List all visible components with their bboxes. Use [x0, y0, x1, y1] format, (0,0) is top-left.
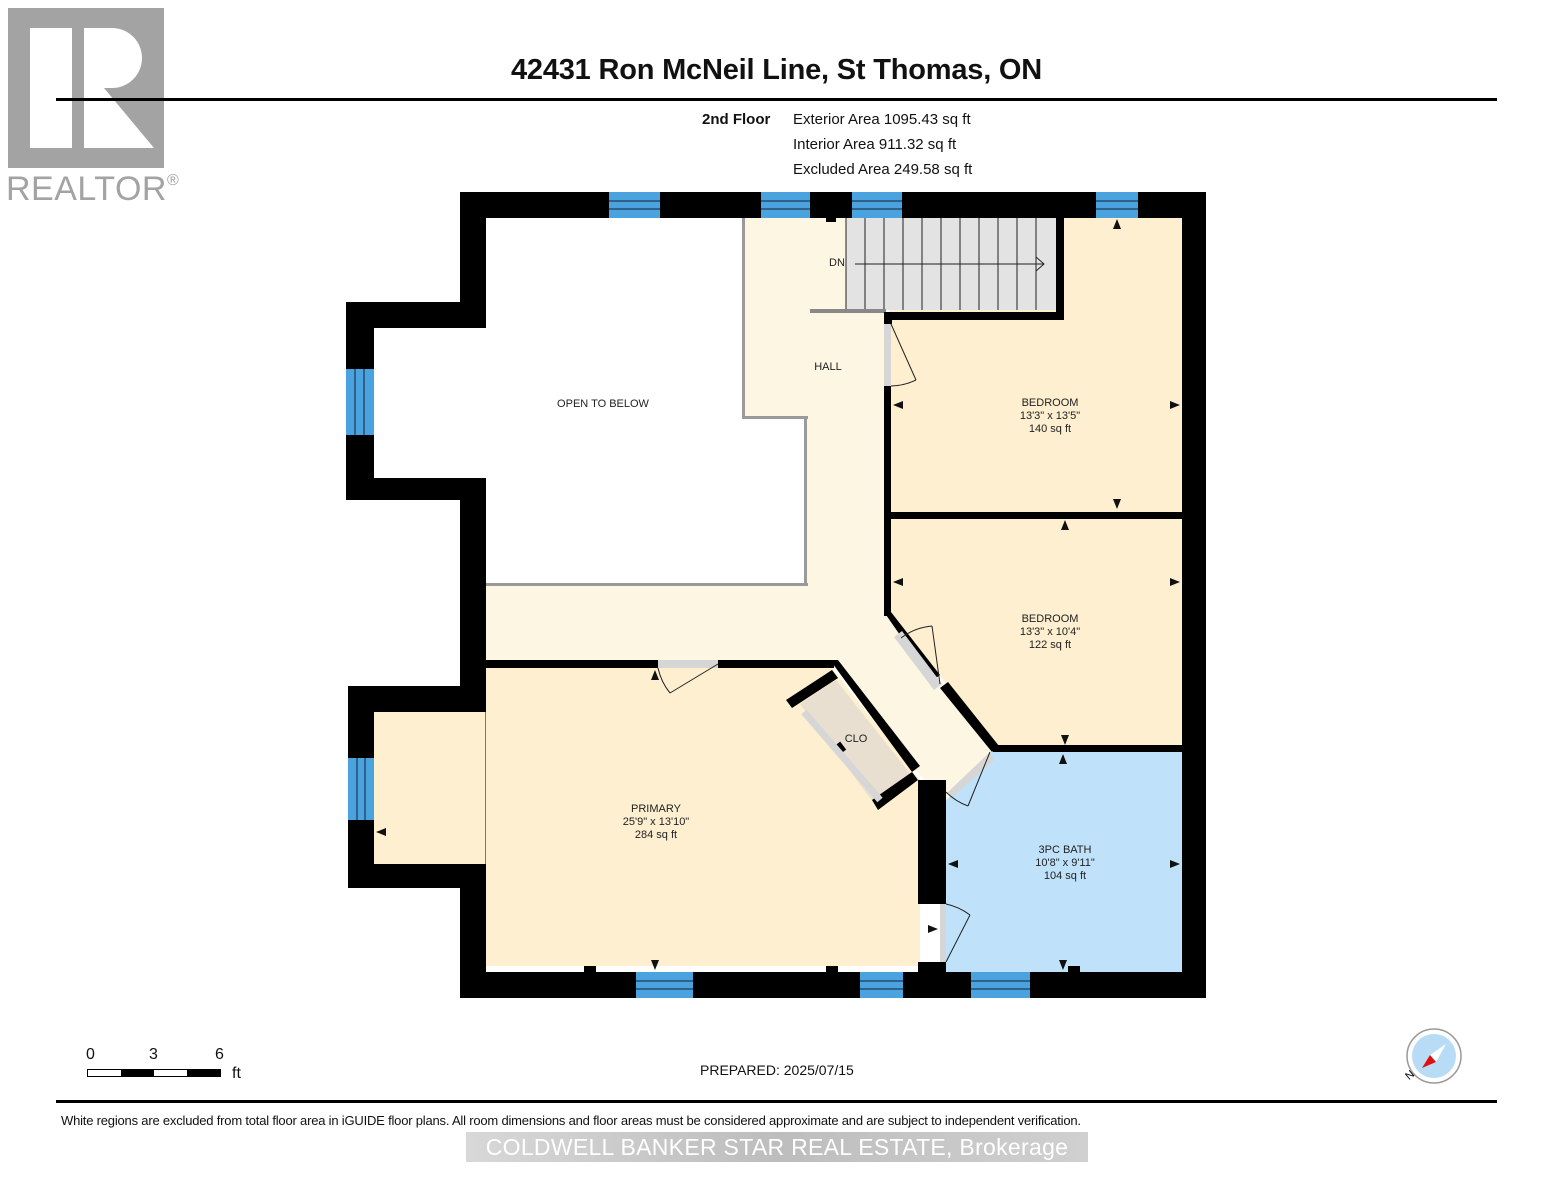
room-label-open-to-below: OPEN TO BELOW: [557, 398, 650, 410]
compass-north-icon: N: [1403, 1028, 1462, 1084]
stairs: [845, 218, 1045, 310]
header-divider: [56, 98, 1497, 101]
room-area-bedroom-1: 140 sq ft: [1029, 423, 1071, 435]
room-area-bedroom-2: 122 sq ft: [1029, 639, 1071, 651]
room-label-bath: 3PC BATH: [1039, 844, 1092, 856]
room-dims-bedroom-2: 13'3" x 10'4": [1020, 626, 1080, 638]
floor-label: 2nd Floor: [702, 111, 771, 128]
scale-tick-0: 0: [86, 1046, 95, 1063]
dimension-markers: [376, 219, 1180, 970]
exterior-area: Exterior Area 1095.43 sq ft: [793, 111, 971, 128]
stairs-label: DN: [829, 257, 845, 269]
realtor-logo-icon: [8, 8, 164, 168]
page-title: 42431 Ron McNeil Line, St Thomas, ON: [510, 54, 1043, 86]
room-labels: OPEN TO BELOW HALL DN BEDROOM 13'3" x 13…: [557, 257, 1095, 882]
windows: [346, 192, 1138, 998]
prepared-date: PREPARED: 2025/07/15: [700, 1062, 854, 1078]
room-dims-bedroom-1: 13'3" x 13'5": [1020, 410, 1080, 422]
room-dims-bath: 10'8" x 9'11": [1035, 857, 1095, 869]
scale-bar-graphic: [87, 1069, 221, 1077]
excluded-area: Excluded Area 249.58 sq ft: [793, 161, 973, 178]
room-label-primary: PRIMARY: [631, 803, 682, 815]
brokerage-watermark: COLDWELL BANKER STAR REAL ESTATE, Broker…: [466, 1132, 1088, 1162]
room-label-closet: CLO: [845, 733, 868, 745]
room-dims-primary: 25'9" x 13'10": [623, 816, 690, 828]
interior-area: Interior Area 911.32 sq ft: [793, 136, 957, 153]
room-label-hall: HALL: [814, 361, 842, 373]
doors: [657, 323, 994, 963]
room-label-bedroom-2: BEDROOM: [1022, 613, 1079, 625]
footer-divider: [56, 1100, 1497, 1103]
room-area-primary: 284 sq ft: [635, 829, 677, 841]
disclaimer-text: White regions are excluded from total fl…: [61, 1113, 1081, 1128]
scale-tick-3: 3: [149, 1046, 158, 1063]
scale-tick-6: 6: [215, 1046, 224, 1063]
room-fills: [374, 218, 1182, 972]
room-label-bedroom-1: BEDROOM: [1022, 397, 1079, 409]
scale-unit: ft: [232, 1065, 241, 1082]
realtor-wordmark: REALTOR®: [6, 170, 180, 208]
room-area-bath: 104 sq ft: [1044, 870, 1086, 882]
